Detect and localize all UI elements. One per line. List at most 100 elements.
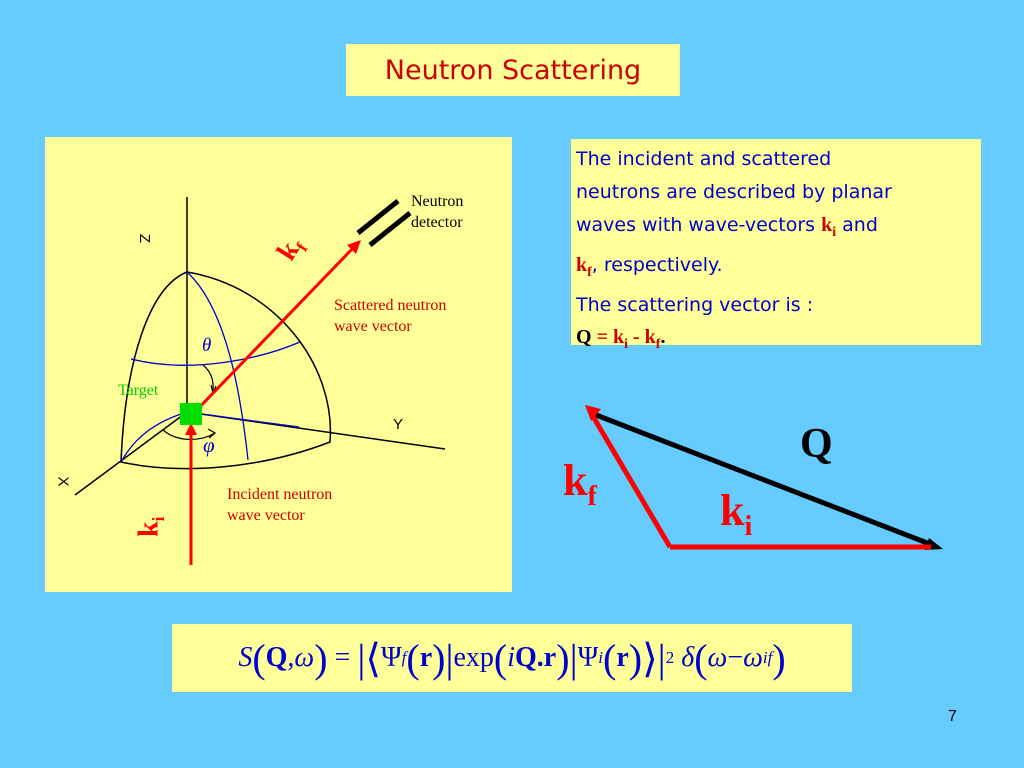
formula-delta-close: ) bbox=[772, 635, 786, 681]
formula-exp-close: ) bbox=[556, 635, 570, 681]
incident-label-line-2: wave vector bbox=[227, 507, 305, 524]
description-line-3: waves with wave-vectors ki and bbox=[576, 209, 977, 249]
formula-comma: , bbox=[287, 642, 295, 673]
kf-vector-line bbox=[189, 245, 356, 418]
latitude-line bbox=[130, 341, 301, 366]
triangle-kf-sub: f bbox=[587, 480, 597, 512]
x-axis-label: X bbox=[54, 476, 72, 487]
kf-triangle-line bbox=[588, 411, 673, 549]
target-label: Target bbox=[118, 382, 159, 399]
kf-triangle-arrowhead bbox=[585, 405, 601, 421]
q-vector-line bbox=[590, 410, 936, 549]
formula-exp: exp bbox=[453, 642, 494, 673]
equation-ki-sub: i bbox=[624, 337, 628, 352]
triangle-ki-label: ki bbox=[720, 485, 752, 543]
formula-r-1: r bbox=[419, 642, 433, 673]
description-box: The incident and scattered neutrons are … bbox=[571, 139, 981, 352]
geometry-svg bbox=[74, 197, 446, 565]
sphere-outline bbox=[120, 271, 332, 470]
phi-arc bbox=[162, 429, 216, 440]
formula-psi-i: Ψ bbox=[577, 642, 599, 673]
description-line-2: neutrons are described by planar bbox=[576, 181, 892, 203]
formula-delta: δ bbox=[681, 642, 695, 673]
formula-omega-3: ω bbox=[743, 642, 763, 673]
equation-ki: ki bbox=[612, 326, 628, 352]
triangle-kf-k: k bbox=[563, 456, 588, 505]
equation-q: Q bbox=[576, 326, 592, 348]
z-axis-label: Z bbox=[136, 233, 154, 244]
formula-paren-open: ( bbox=[252, 635, 266, 681]
formula-equals: = bbox=[334, 642, 351, 673]
formula-paren-close: ) bbox=[314, 635, 328, 681]
formula-abs-close: ⟩| bbox=[642, 635, 666, 681]
description-kf-sub: f bbox=[587, 265, 592, 280]
description-kf-k: k bbox=[576, 254, 588, 276]
meridian-line bbox=[186, 271, 249, 461]
ki-diagram-k: k bbox=[133, 521, 165, 537]
equation-kf-sub: f bbox=[655, 337, 661, 352]
formula-sub-if: if bbox=[762, 648, 773, 667]
projection-line bbox=[186, 411, 300, 428]
description-line-4-text: , respectively. bbox=[591, 254, 723, 276]
scattered-label-line-2: wave vector bbox=[334, 318, 412, 335]
equation-kf-k: k bbox=[644, 326, 656, 348]
formula-delta-open: ( bbox=[694, 635, 708, 681]
formula-r-2: r bbox=[616, 642, 629, 673]
formula-sub-f: f bbox=[401, 648, 407, 667]
page-number: 7 bbox=[948, 708, 957, 725]
phi-arrowhead bbox=[207, 428, 217, 439]
formula-r-open-2: ( bbox=[602, 635, 617, 681]
formula-r-close-2: ) bbox=[628, 635, 643, 681]
formula-i: i bbox=[507, 642, 516, 673]
target-square bbox=[180, 403, 202, 425]
formula-omega: ω bbox=[294, 642, 315, 673]
detector-bar-2 bbox=[368, 211, 412, 247]
triangle-ki-k: k bbox=[720, 486, 745, 535]
theta-label: θ bbox=[202, 335, 212, 356]
y-axis-label: Y bbox=[393, 416, 404, 433]
formula-q: Q bbox=[265, 642, 288, 673]
x-axis-line bbox=[74, 411, 188, 496]
ki-diagram-sub: i bbox=[148, 516, 168, 522]
neutron-detector-line-2: detector bbox=[411, 214, 463, 231]
description-kf: kf bbox=[576, 254, 592, 280]
triangle-kf-label: kf bbox=[563, 455, 597, 513]
formula-qr: Q.r bbox=[515, 642, 557, 673]
description-line-3-and: and bbox=[836, 214, 878, 236]
phi-label: φ bbox=[203, 433, 215, 457]
formula-sup-2: 2 bbox=[665, 648, 675, 667]
equation-kf: kf bbox=[644, 326, 661, 352]
scattering-geometry-diagram: Z Y X Neutron detector Scattered neutron… bbox=[45, 137, 512, 592]
equation-period: . bbox=[660, 326, 666, 348]
ki-vector-arrowhead bbox=[185, 423, 197, 435]
formula-s: S bbox=[238, 642, 253, 673]
formula-exp-open: ( bbox=[493, 635, 508, 681]
formula-sub-i: i bbox=[598, 648, 603, 667]
description-line-5: The scattering vector is : bbox=[576, 294, 814, 316]
triangle-q-label: Q bbox=[800, 421, 833, 467]
formula-bar-2: | bbox=[569, 635, 578, 681]
neutron-detector-line-1: Neutron bbox=[411, 193, 464, 210]
description-ki-sub: i bbox=[832, 225, 837, 240]
description-line-1: The incident and scattered bbox=[576, 148, 832, 170]
description-ki: ki bbox=[821, 214, 836, 240]
slide-title-text: Neutron Scattering bbox=[384, 54, 642, 86]
vector-triangle-diagram bbox=[585, 405, 943, 550]
equation-equals: = bbox=[591, 326, 613, 348]
scattered-neutron-label: Scattered neutron wave vector bbox=[334, 295, 446, 337]
description-ki-k: k bbox=[821, 214, 833, 236]
formula-psi-f: Ψ bbox=[380, 642, 402, 673]
scattering-vector-equation: Q = ki - kf. bbox=[576, 321, 977, 361]
formula-abs-open: |⟨ bbox=[357, 635, 381, 681]
ki-diagram-label: ki bbox=[133, 517, 169, 537]
incident-label-line-1: Incident neutron bbox=[227, 486, 333, 503]
detector-bar-1 bbox=[356, 199, 400, 235]
theta-arc bbox=[202, 364, 214, 392]
neutron-detector-label: Neutron detector bbox=[411, 191, 463, 233]
formula-r-open-1: ( bbox=[406, 635, 420, 681]
scattered-label-line-1: Scattered neutron bbox=[334, 297, 447, 314]
equation-ki-k: k bbox=[612, 326, 625, 348]
formula-bar-1: | bbox=[445, 635, 454, 681]
formula-omega-2: ω bbox=[707, 642, 728, 673]
